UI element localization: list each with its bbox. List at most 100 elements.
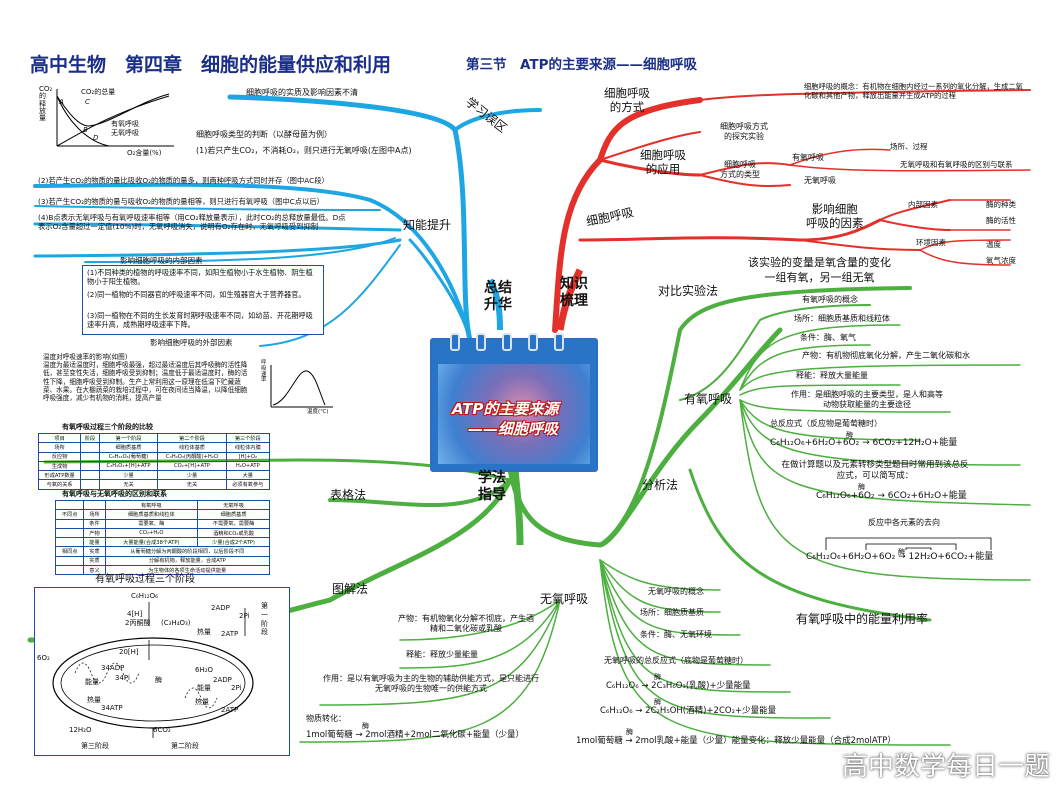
outer-factors-title: 影响细胞呼吸的外部因素 <box>150 338 233 347</box>
label-yingxiang-yinsu: 影响细胞 呼吸的因素 <box>806 202 864 231</box>
youyang-changsuo: 场所：细胞质基质和线粒体 <box>794 314 890 323</box>
page-subtitle: 第三节 ATP的主要来源——细胞呼吸 <box>466 57 698 73</box>
enzyme-label: 酶 <box>858 483 865 491</box>
wuyang-tiaojian: 条件：酶、无氧环境 <box>640 630 712 639</box>
table1-title: 有氧呼吸过程三个阶段的比较 <box>62 423 153 431</box>
table-cell: 不需要氧，需要酶 <box>197 518 270 529</box>
table2-title: 有氧呼吸与无氧呼吸的区别和联系 <box>62 490 167 498</box>
label-huxi-fangshi: 细胞呼吸 的方式 <box>604 86 650 115</box>
page-title: 高中生物 第四章 细胞的能量供应和利用 <box>30 54 392 76</box>
mitochondria-svg <box>52 602 254 738</box>
table-cell: 生成物 <box>37 460 82 472</box>
stage-2atp: 2ATP <box>221 630 239 638</box>
table-cell: 线粒体基质 <box>157 442 227 453</box>
stage-heat: 热量 <box>197 628 211 636</box>
wuyang-changsuo: 场所：细胞质基质 <box>640 608 704 617</box>
binder-ring <box>554 333 564 351</box>
center-title-line2: ——细胞呼吸 <box>468 420 559 438</box>
table-cell: 无氧呼吸 <box>197 499 270 511</box>
chart-curve-anaerobic: 无氧呼吸 <box>111 129 139 137</box>
temp-chart-x: 温度(℃) <box>307 409 329 415</box>
table-cell: 产物 <box>83 527 106 539</box>
stage-34pi: 34Pi <box>115 674 130 682</box>
stage-c3: (C₃H₄O₃) <box>161 619 191 627</box>
wuyang-zhuanhua: 物质转化： <box>306 714 346 723</box>
youyang-eq1: C₆H₁₂O₆+6H₂O+6O₂ → 6CO₂+12H₂O+能量 <box>770 438 958 448</box>
table-cell: 意义 <box>83 565 106 576</box>
table-cell <box>54 537 85 548</box>
watermark: 高中数学每日一题 <box>841 752 1050 782</box>
youyang-lvyonglv: 有氧呼吸中的能量利用率 <box>796 612 929 626</box>
table-row: 相同点实质从葡萄糖分解为丙酮酸的阶段相同，以后阶段不同 <box>54 546 271 557</box>
stage-1-label: 第一阶段 <box>261 602 268 637</box>
stage-2adp: 2ADP <box>211 604 230 612</box>
table-cell <box>80 460 100 472</box>
table-cell: 需要氧、酶 <box>104 518 199 529</box>
table-cell <box>54 527 85 539</box>
table-header-row: 项目 阶段 第一个阶段 第二个阶段 第三个阶段 <box>37 432 271 444</box>
table-cell <box>80 442 100 453</box>
chart-point-d: D <box>93 134 99 142</box>
zhineng-item1: (2)若产生CO₂的物质的量比吸收O₂的物质的量多，则两种呼吸方式同时并存（图中… <box>38 176 329 185</box>
table-three-stages: 项目 阶段 第一个阶段 第二个阶段 第三个阶段 场所 细胞质基质 线粒体基质 线… <box>37 432 271 490</box>
table-cell: 与氧的关系 <box>37 479 82 490</box>
table-cell <box>83 499 106 511</box>
chart-curve-aerobic: 有氧呼吸 <box>111 120 139 128</box>
table-cell: 条件 <box>83 518 106 529</box>
table-row: 意义为生物体的各项生命活动提供能量 <box>54 565 271 576</box>
stage-20h: 20[H] <box>119 648 139 656</box>
youyang-eq3: C₆H₁₂O₆+6H₂O+6O₂ → 12H₂O+6CO₂+能量 <box>806 552 994 562</box>
table-cell: 大量能量(合成38个ATP) <box>104 537 199 548</box>
table-cell: 必须有氧参与 <box>225 479 271 490</box>
stage-34adp: 34ADP <box>101 664 125 672</box>
xuexi-item1: 细胞呼吸的实质及影响因素不清 <box>246 88 358 97</box>
enzyme-label: 酶 <box>654 698 661 706</box>
table-cell: 场所 <box>83 509 106 520</box>
stage-6o2: 6O₂ <box>37 654 50 662</box>
table-cell: 为生物体的各项生命活动提供能量 <box>104 565 271 576</box>
youyang-eq2: C₆H₁₂O₆+6O₂ → 6CO₂+6H₂O+能量 <box>816 491 967 501</box>
table-cell: 无关 <box>98 479 159 490</box>
stage-3-label: 第三阶段 <box>81 742 109 750</box>
inner-factors-box: (1)不同种类的植物的呼吸速率不同，如阳生植物小于水生植物、阴生植物小于阳生植物… <box>82 265 324 335</box>
table-cell: 细胞质基质 <box>98 442 159 453</box>
label-fangshi-leixing: 细胞呼吸 方式的类型 <box>720 160 760 179</box>
youyang-gainian: 有氧呼吸的概念 <box>802 295 858 304</box>
table-row: 生成物 C₃H₄O₃+[H]+ATP CO₂+[H]+ATP H₂O+ATP <box>37 460 271 472</box>
wuyang-eq1: C₆H₁₂O₆ → 2C₃H₆O₃(乳酸)+少量能量 <box>606 681 751 691</box>
inner-factors-title: 影响细胞呼吸的内部因素 <box>120 256 203 265</box>
binder-ring <box>450 333 460 351</box>
stage-6co2: 6CO₂ <box>153 726 171 734</box>
youyang-jiandan: 在做计算题以及元素转移类型题目时常用到该总反应式，可以简写成： <box>781 460 969 482</box>
table-cell: 少量 <box>98 470 159 481</box>
table-cell: 酒精和CO₂或乳酸 <box>197 527 270 539</box>
youyang-zong: 总反应式（反应物是葡萄糖时） <box>770 419 882 428</box>
table-cell: 阶段 <box>80 432 100 444</box>
chart-point-a: A <box>59 98 64 106</box>
table-row: 形成ATP数量 少量 少量 大量 <box>37 470 271 481</box>
branch-zongjie: 总结 升华 <box>484 280 512 313</box>
table-cell <box>54 518 85 529</box>
youyang-tiaojian: 条件：酶、氧气 <box>800 333 856 342</box>
youyang-chanwu: 产物：有机物彻底氧化分解，产生二氧化碳和水 <box>802 351 970 360</box>
table-row: 场所 细胞质基质 线粒体基质 线粒体内膜 <box>37 442 271 453</box>
label-mei-huoxing: 酶的活性 <box>986 216 1016 225</box>
zhineng-item3: (4)B点表示无氧呼吸与有氧呼吸速率相等（用CO₂释放量表示），此时CO₂的总释… <box>38 213 346 232</box>
stage-12h2o: 12H₂O <box>69 726 92 734</box>
wuyang-eq3: 1mol葡萄糖 → 2mol酒精+2mol二氧化碳+能量（少量） <box>306 730 525 740</box>
label-youyang-huxi: 有氧呼吸 <box>684 392 733 406</box>
table-cell: 少量 <box>157 470 227 481</box>
co2-release-chart: CO₂ 的 释 放 量 CO₂的总量 有氧呼吸 无氧呼吸 O₂含量(%) A B… <box>38 83 180 163</box>
temp-chart-y: 呼 吸 速 率 <box>261 360 267 384</box>
label-tujiefa: 图解法 <box>332 582 369 596</box>
stage-2-label: 第二阶段 <box>171 742 199 750</box>
stage-energy: 能量 <box>85 678 99 686</box>
table-cell <box>80 470 100 481</box>
stage-enzyme: 酶 <box>155 676 162 684</box>
enzyme-label: 酶 <box>898 548 905 556</box>
table-cell: 场所 <box>37 442 82 453</box>
youyang-zuoyong: 作用：是细胞呼吸的主要类型，是人和高等动物获取能量的主要途径 <box>791 390 943 410</box>
xuexi-item3: (1)若只产生CO₂，不消耗O₂，则只进行无氧呼吸(左图中A点) <box>196 146 412 155</box>
stage-diagram-title: 有氧呼吸过程三个阶段 <box>95 574 195 585</box>
